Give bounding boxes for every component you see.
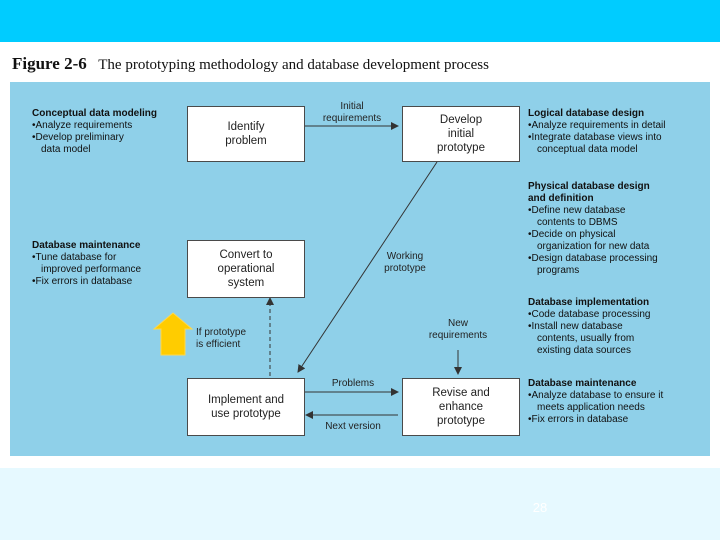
box-revise-prototype: Revise and enhance prototype [402, 378, 520, 436]
note-heading: Logical database design [528, 108, 645, 119]
note-conceptual-data-modeling: Conceptual data modeling Analyze require… [32, 108, 180, 156]
note-item: Design database processing programs [528, 253, 706, 277]
note-item: Analyze database to ensure it meets appl… [528, 390, 706, 414]
note-database-implementation: Database implementation Code database pr… [528, 297, 706, 357]
note-item: Fix errors in database [32, 276, 182, 288]
note-heading: Conceptual data modeling [32, 108, 158, 119]
note-item: Analyze requirements [32, 120, 180, 132]
box-convert-system: Convert to operational system [187, 240, 305, 298]
label-if-prototype-efficient: If prototype is efficient [196, 327, 247, 350]
figure-title: Figure 2-6 The prototyping methodology a… [12, 54, 489, 74]
note-heading: Physical database design and definition [528, 181, 650, 204]
box-implement-prototype: Implement and use prototype [187, 378, 305, 436]
note-item: Tune database for improved performance [32, 252, 182, 276]
note-logical-database-design: Logical database design Analyze requirem… [528, 108, 706, 156]
box-develop-prototype: Develop initial prototype [402, 106, 520, 162]
label-new-requirements: New requirements [428, 318, 488, 341]
arrow-working-prototype [297, 161, 438, 373]
note-heading: Database maintenance [32, 240, 141, 251]
label-working-prototype: Working prototype [384, 251, 426, 274]
note-item: Install new database contents, usually f… [528, 321, 706, 357]
label-initial-requirements: Initial requirements [322, 101, 382, 124]
note-item: Integrate database views into conceptual… [528, 132, 706, 156]
highlight-up-arrow [152, 312, 194, 356]
note-physical-database-design: Physical database design and definition … [528, 181, 706, 277]
label-next-version: Next version [325, 421, 381, 432]
note-item: Analyze requirements in detail [528, 120, 706, 132]
footer-band [0, 468, 720, 540]
note-heading: Database implementation [528, 297, 650, 308]
page-number: 28 [532, 500, 548, 515]
figure-number: Figure 2-6 [12, 54, 87, 73]
note-database-maintenance-right: Database maintenance Analyze database to… [528, 378, 706, 426]
label-problems: Problems [331, 378, 375, 389]
note-item: Decide on physical organization for new … [528, 229, 706, 253]
header-band [0, 0, 720, 42]
figure-caption: The prototyping methodology and database… [98, 57, 489, 73]
box-identify-problem: Identify problem [187, 106, 305, 162]
note-item: Code database processing [528, 309, 706, 321]
note-database-maintenance-left: Database maintenance Tune database for i… [32, 240, 182, 288]
note-item: Develop preliminary data model [32, 132, 180, 156]
note-heading: Database maintenance [528, 378, 637, 389]
note-item: Fix errors in database [528, 414, 706, 426]
note-item: Define new database contents to DBMS [528, 205, 706, 229]
